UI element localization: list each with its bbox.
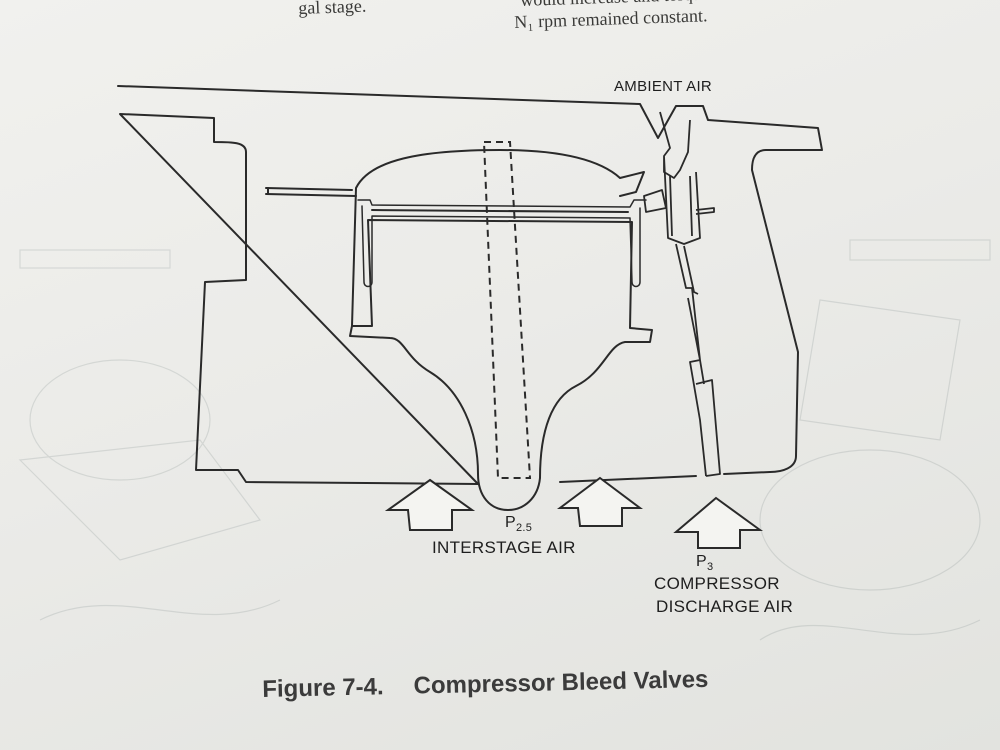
housing-outline [117,85,823,485]
figure-number: Figure 7-4. [262,673,384,703]
valve-body [349,149,653,511]
p3-arrow [673,496,764,549]
p25-label: P2.5 [505,514,533,535]
compressor-label: COMPRESSOR [654,574,780,593]
p25-arrow-left [384,478,476,531]
bleed-valve-assembly [643,111,721,477]
interstage-air-label: INTERSTAGE AIR [432,538,576,557]
p3-label: P3 [696,553,714,574]
p25-arrow-right [557,476,643,527]
figure-title: Compressor Bleed Valves [413,665,709,700]
interstage-channel [357,199,647,288]
discharge-air-label: DISCHARGE AIR [656,597,794,616]
valve-stem-dashed [482,141,532,479]
ambient-air-label: AMBIENT AIR [614,78,713,95]
